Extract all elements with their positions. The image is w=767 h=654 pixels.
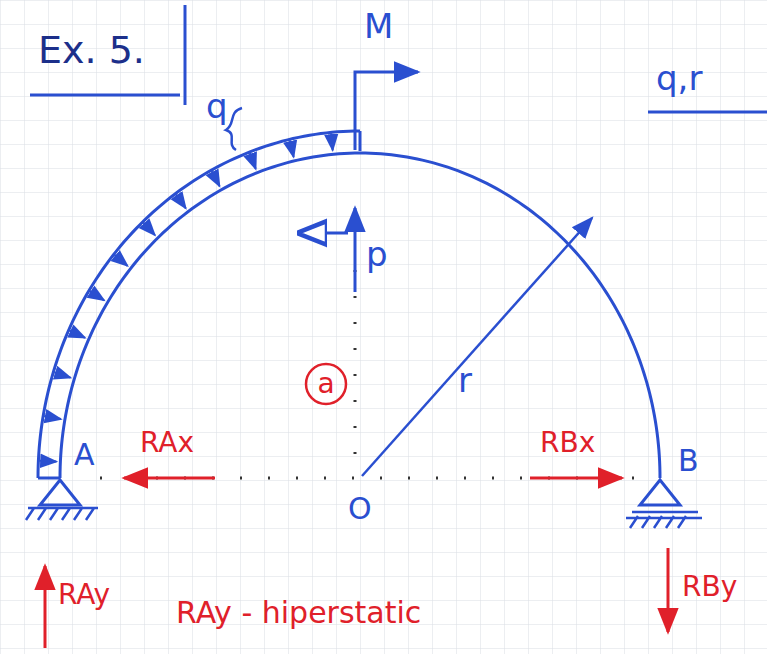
reaction-arrow: [667, 548, 670, 632]
roller-support: [640, 480, 680, 505]
reaction-arrow: [124, 477, 215, 480]
reaction-label: RBx: [540, 428, 595, 459]
moment-arrow: [355, 72, 418, 150]
reaction-arrow: [44, 566, 47, 648]
load-label: q: [206, 88, 228, 125]
force-label: p: [366, 236, 388, 273]
point-label: B: [678, 444, 699, 477]
load-arrow: [44, 416, 61, 419]
load-arrow: [115, 255, 128, 266]
section-label: a: [317, 370, 334, 398]
load-band: [38, 131, 360, 478]
load-arrow: [331, 133, 333, 150]
given-underline: [648, 111, 767, 114]
title-underline: [30, 94, 180, 97]
note: RAy - hiperstatic: [176, 596, 421, 629]
horizontal-arrow: [300, 232, 348, 235]
load-band-end: [38, 477, 60, 480]
arch: [38, 131, 660, 478]
ground-hatch: [626, 512, 702, 528]
reaction-label: RAy: [58, 580, 110, 611]
reaction-arrow: [530, 477, 622, 480]
arch-axis: [60, 153, 660, 478]
load-band-end: [359, 131, 362, 151]
vertical-axis: [354, 270, 357, 470]
radius-label: r: [458, 362, 472, 399]
load-arrow: [176, 194, 186, 208]
force-p-arrow: [354, 208, 357, 292]
pin-support: [40, 480, 80, 505]
load-arrow: [290, 140, 294, 157]
load-arrow: [70, 331, 85, 338]
point-label: A: [74, 438, 95, 471]
exercise-title: Ex. 5.: [38, 30, 145, 72]
moment-label: M: [364, 8, 393, 45]
circled-label: a: [304, 362, 348, 406]
load-brace: [226, 108, 242, 150]
load-arrow: [90, 291, 104, 300]
load-arrow: [143, 223, 154, 236]
load-arrow: [54, 372, 70, 377]
title-bracket: [184, 5, 187, 105]
ground-hatch: [26, 508, 98, 520]
axis-line: [100, 477, 640, 480]
load-arrow: [250, 153, 256, 169]
reaction-label: RAx: [140, 428, 194, 459]
load-arrow: [39, 460, 56, 463]
point-label: O: [348, 492, 372, 525]
reaction-label: RBy: [682, 572, 737, 603]
given-data: q,r: [656, 60, 702, 97]
load-arrow: [212, 171, 220, 186]
